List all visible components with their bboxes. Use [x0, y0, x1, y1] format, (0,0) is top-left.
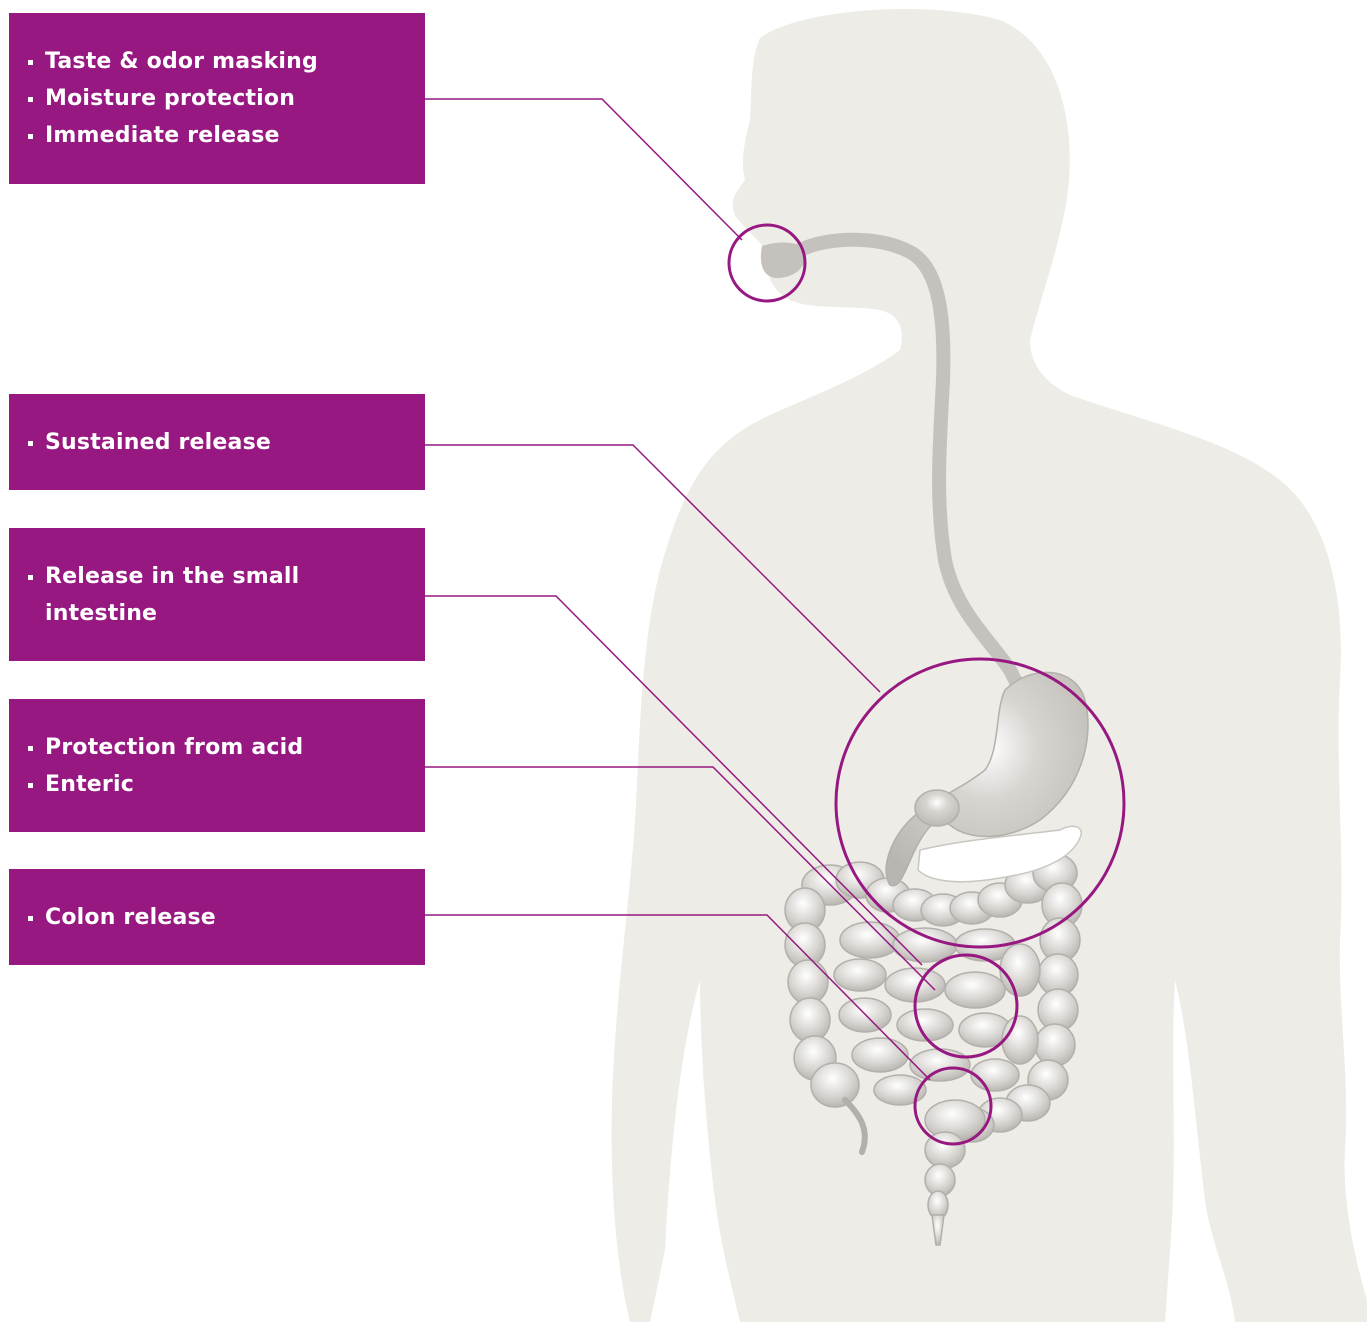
- callout-item: Sustained release: [45, 424, 415, 461]
- callout-item: Moisture protection: [45, 80, 415, 117]
- callout-item: Release in the small intestine: [45, 558, 415, 632]
- callout-item: Taste & odor masking: [45, 43, 415, 80]
- callout-box-mouth: Taste & odor masking Moisture protection…: [9, 13, 425, 184]
- callout-box-small-intestine: Release in the small intestine: [9, 528, 425, 661]
- callout-item: Protection from acid: [45, 729, 415, 766]
- callout-item: Immediate release: [45, 117, 415, 154]
- callout-box-stomach: Sustained release: [9, 394, 425, 490]
- callout-item: Enteric: [45, 766, 415, 803]
- callout-item: Colon release: [45, 899, 415, 936]
- leader-line-mouth: [425, 99, 742, 240]
- callout-box-acid-protection: Protection from acid Enteric: [9, 699, 425, 832]
- callout-box-colon: Colon release: [9, 869, 425, 965]
- stomach-pylorus: [915, 790, 959, 826]
